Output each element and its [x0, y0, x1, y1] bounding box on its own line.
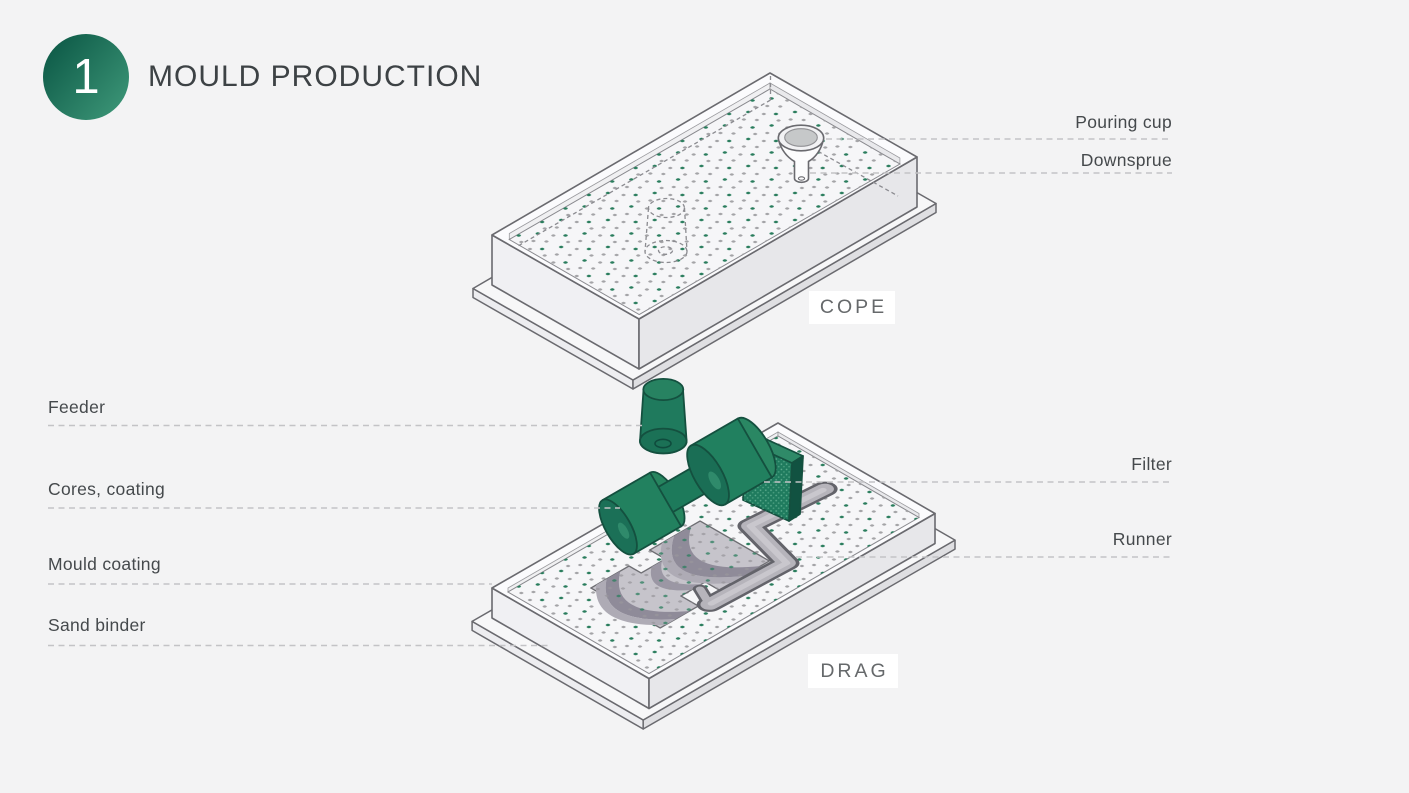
label-sand-binder: Sand binder	[48, 615, 146, 635]
label-downsprue: Downsprue	[1080, 150, 1172, 170]
mould-cavity	[589, 520, 771, 629]
drag-tag: DRAG	[808, 654, 898, 688]
label-cores-coating: Cores, coating	[48, 479, 166, 499]
label-mould-coating: Mould coating	[48, 554, 161, 574]
feeder-cone	[639, 377, 688, 455]
cores-dumbbell	[598, 416, 777, 556]
drag-illustration	[471, 416, 956, 730]
page-title: MOULD PRODUCTION	[148, 60, 483, 93]
cope-illustration	[472, 72, 937, 390]
step-number: 1	[72, 50, 100, 104]
label-pouring-cup: Pouring cup	[1075, 112, 1172, 132]
label-filter: Filter	[1131, 454, 1172, 474]
step-badge: 1	[43, 34, 129, 120]
label-feeder: Feeder	[48, 397, 106, 417]
pouring-cup	[777, 124, 825, 184]
label-runner: Runner	[1112, 529, 1172, 549]
feeder-cavity-dashed	[644, 197, 688, 264]
cope-hidden-lines	[517, 76, 899, 247]
leader-lines	[48, 138, 1172, 647]
cope-tag: COPE	[809, 291, 895, 324]
